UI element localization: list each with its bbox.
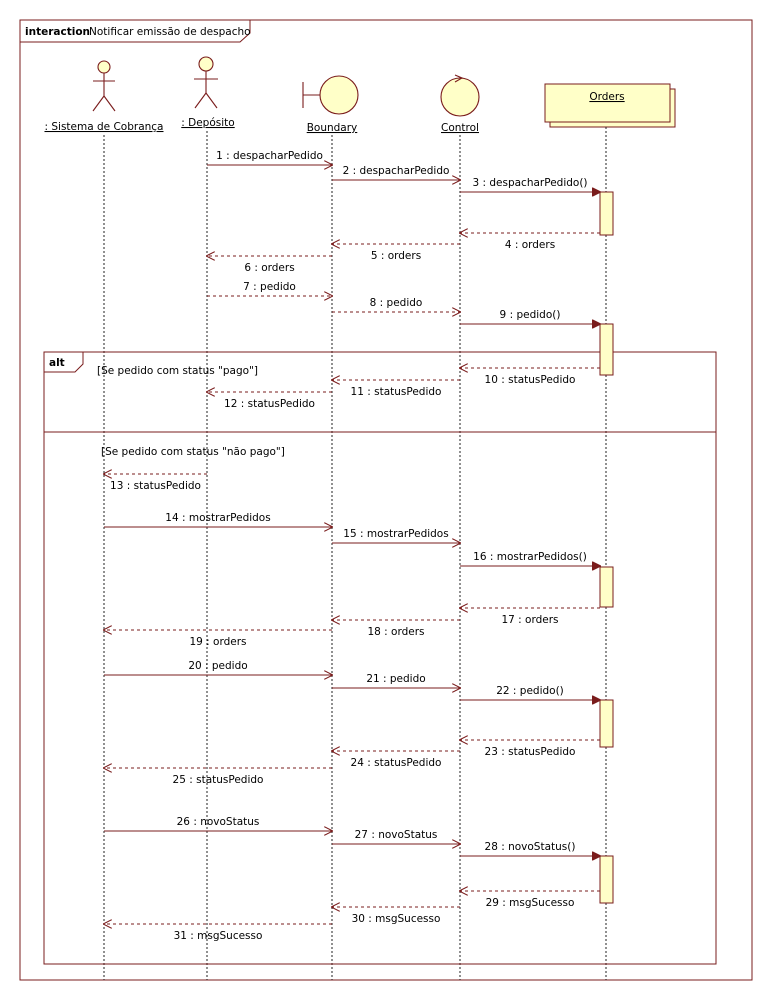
orders-multiobject: [544, 83, 676, 128]
interaction-name: Notificar emissão de despacho: [89, 26, 251, 38]
lifeline-label-sistema: : Sistema de Cobrança: [44, 121, 163, 133]
message-label-30: 30 : msgSucesso: [352, 913, 441, 925]
message-label-10: 10 : statusPedido: [485, 374, 576, 386]
message-label-16: 16 : mostrarPedidos(): [473, 551, 587, 563]
lifeline-label-control: Control: [441, 122, 479, 134]
message-label-6: 6 : orders: [244, 262, 294, 274]
message-label-21: 21 : pedido: [366, 673, 425, 685]
alt-keyword: alt: [49, 357, 65, 369]
alt-fragment-tab: [44, 351, 84, 373]
message-label-31: 31 : msgSucesso: [174, 930, 263, 942]
message-label-20: 20 : pedido: [188, 660, 247, 672]
control-icon: [440, 74, 480, 117]
message-label-26: 26 : novoStatus: [177, 816, 260, 828]
message-label-7: 7 : pedido: [243, 281, 296, 293]
message-label-9: 9 : pedido(): [500, 309, 561, 321]
interaction-keyword: interaction: [25, 26, 90, 38]
message-label-24: 24 : statusPedido: [351, 757, 442, 769]
activation-orders-5: [599, 855, 614, 904]
actor-deposito-icon: [194, 56, 218, 109]
activation-orders-4: [599, 699, 614, 748]
messages-layer: 1 : despacharPedido 2 : despacharPedido 3 …: [104, 150, 600, 942]
message-label-29: 29 : msgSucesso: [486, 897, 575, 909]
message-label-28: 28 : novoStatus(): [485, 841, 576, 853]
message-label-22: 22 : pedido(): [496, 685, 564, 697]
interaction-frame: [19, 19, 753, 981]
boundary-icon: [302, 75, 359, 115]
message-label-25: 25 : statusPedido: [173, 774, 264, 786]
lifeline-label-orders: Orders: [589, 91, 624, 103]
activation-orders-3: [599, 566, 614, 608]
message-label-1: 1 : despacharPedido: [216, 150, 323, 162]
message-label-15: 15 : mostrarPedidos: [343, 528, 448, 540]
message-label-13: 13 : statusPedido: [110, 480, 201, 492]
alt-guard-pago: [Se pedido com status "pago"]: [97, 365, 258, 377]
alt-fragment: [43, 351, 717, 965]
alt-guard-nao-pago: [Se pedido com status "não pago"]: [101, 446, 285, 458]
lifeline-label-boundary: Boundary: [307, 122, 358, 134]
message-label-2: 2 : despacharPedido: [343, 165, 450, 177]
message-label-14: 14 : mostrarPedidos: [165, 512, 270, 524]
message-label-27: 27 : novoStatus: [355, 829, 438, 841]
message-label-8: 8 : pedido: [370, 297, 423, 309]
message-label-23: 23 : statusPedido: [485, 746, 576, 758]
activation-orders-2: [599, 323, 614, 376]
message-label-5: 5 : orders: [371, 250, 421, 262]
message-label-3: 3 : despacharPedido(): [472, 177, 587, 189]
message-label-18: 18 : orders: [367, 626, 424, 638]
lifeline-label-deposito: : Depósito: [181, 117, 234, 129]
message-label-12: 12 : statusPedido: [224, 398, 315, 410]
interaction-frame-tab: [20, 19, 251, 43]
message-label-4: 4 : orders: [505, 239, 555, 251]
activation-orders-1: [599, 191, 614, 236]
message-label-19: 19 : orders: [189, 636, 246, 648]
actor-sistema-icon: [92, 60, 116, 112]
message-label-11: 11 : statusPedido: [351, 386, 442, 398]
message-label-17: 17 : orders: [501, 614, 558, 626]
